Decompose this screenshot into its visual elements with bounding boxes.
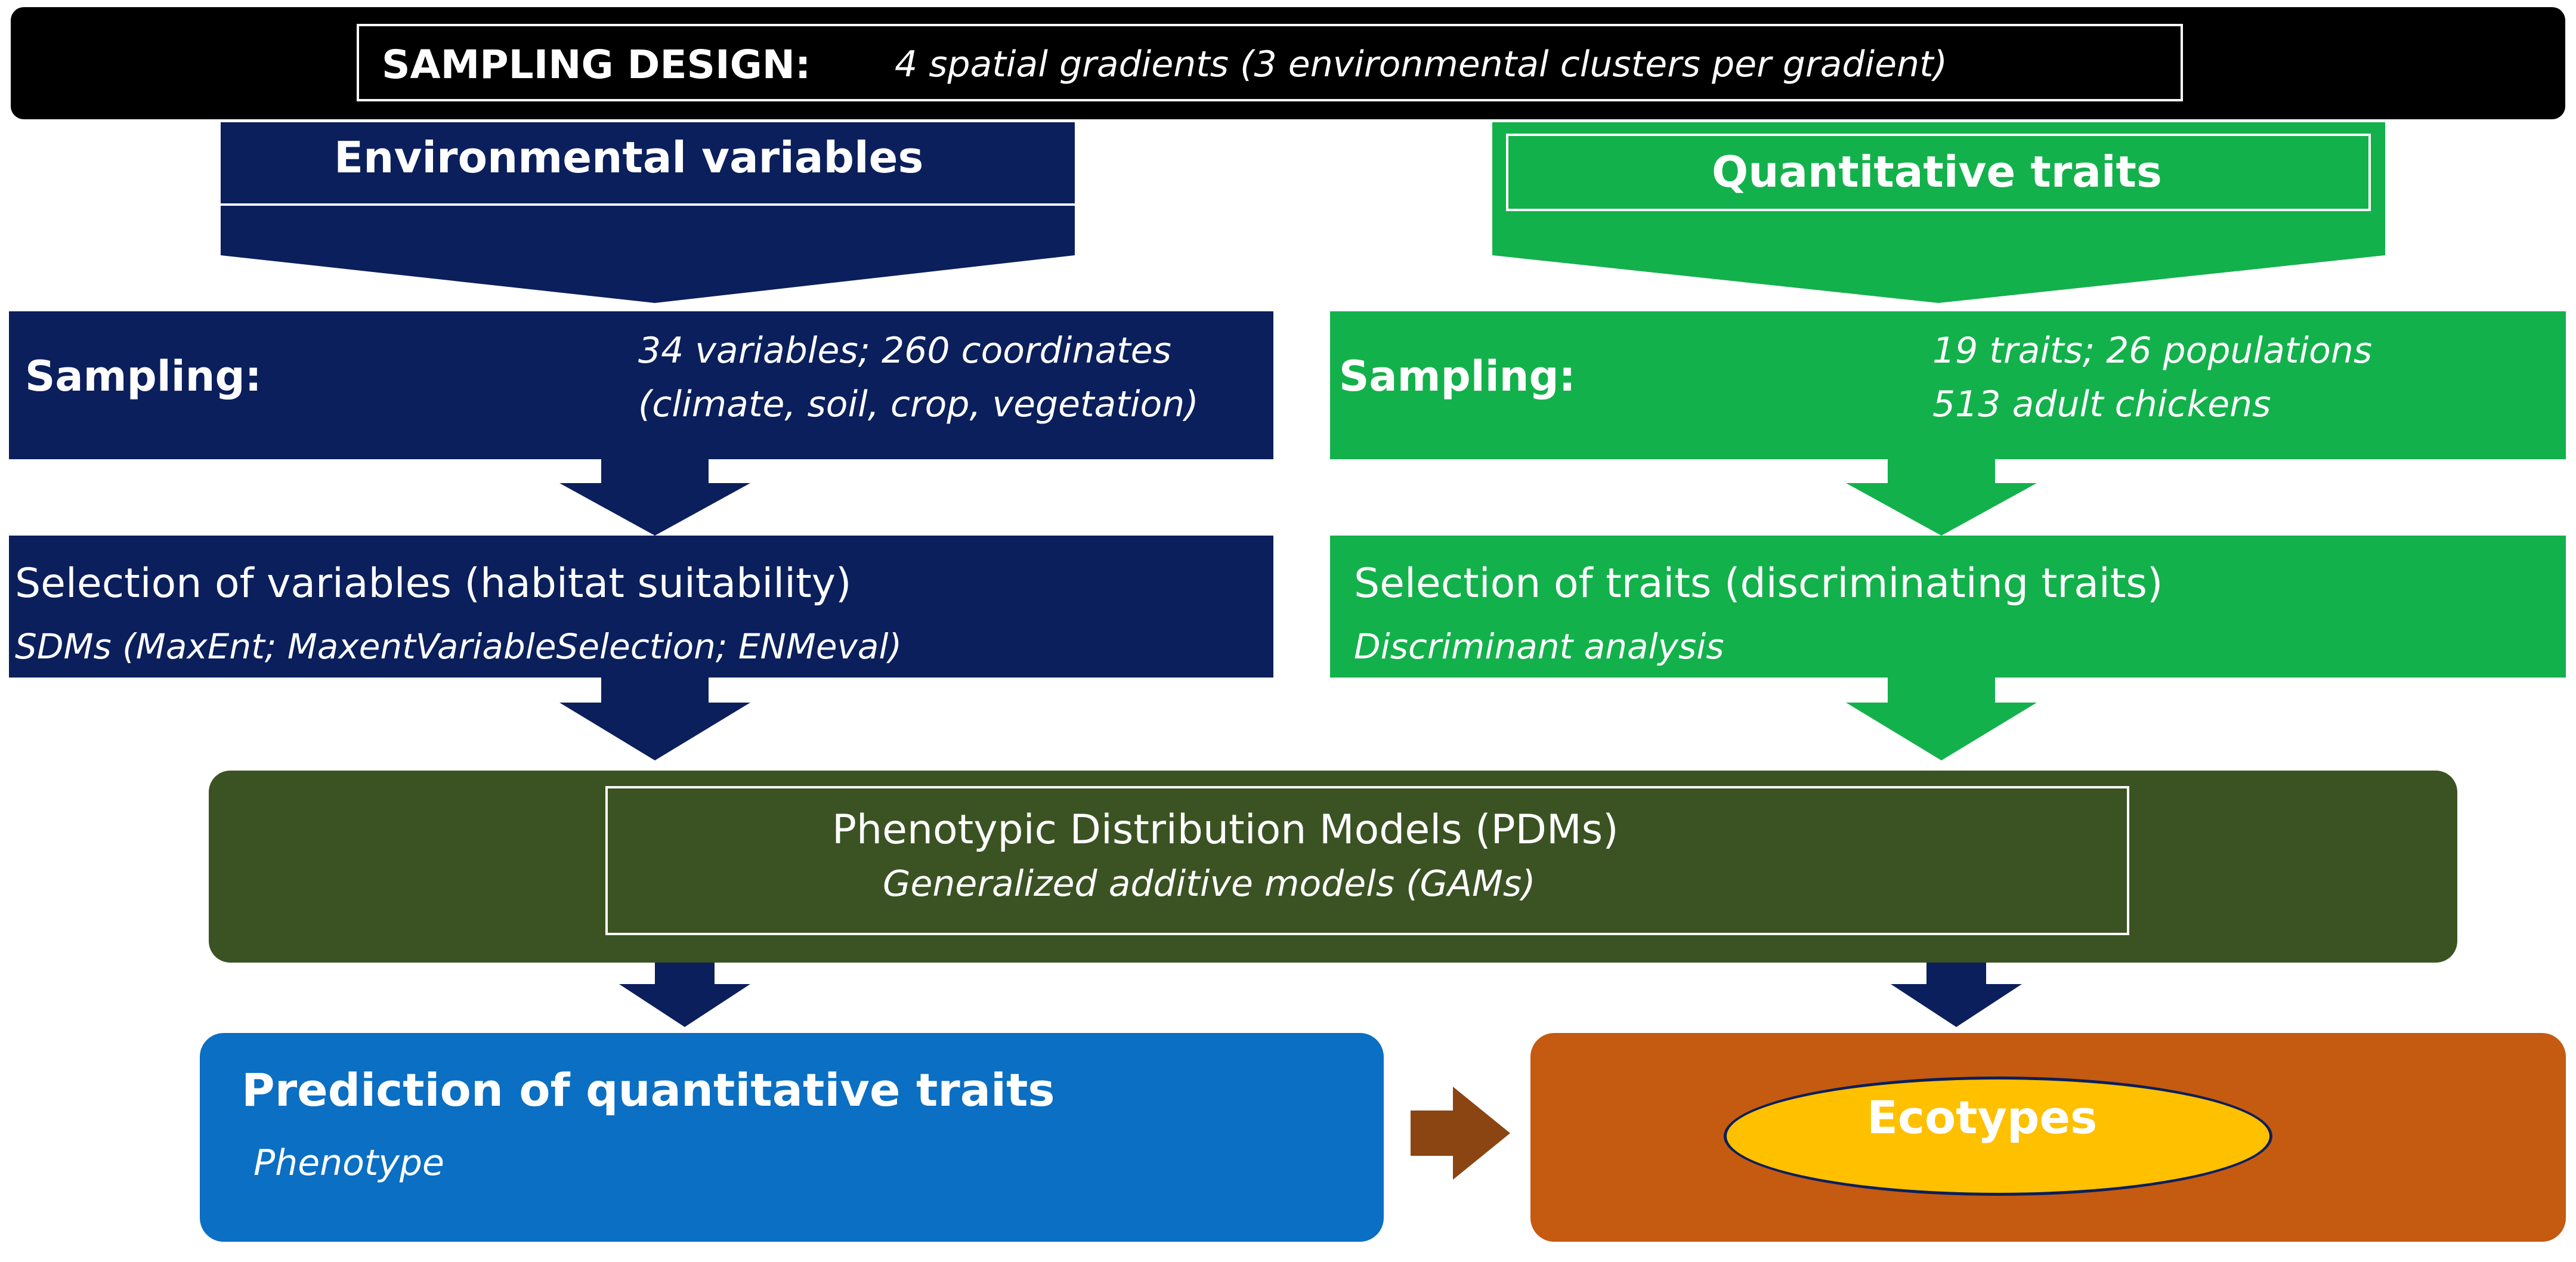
pdm-method: Generalized additive models (GAMs) xyxy=(883,863,1536,905)
traits-sampling-line1: 19 traits; 26 populations xyxy=(1932,330,2373,372)
variable-selection-method: SDMs (MaxEnt; MaxentVariableSelection; E… xyxy=(15,626,902,667)
pdm-box xyxy=(209,771,2457,963)
environmental-variables-title: Environmental variables xyxy=(334,132,924,183)
environmental-sampling-label: Sampling: xyxy=(25,352,262,401)
environmental-sampling-line1: 34 variables; 260 coordinates xyxy=(638,330,1171,372)
environmental-sampling-box xyxy=(9,311,1273,459)
traits-sampling-label: Sampling: xyxy=(1339,352,1576,401)
traits-sampling-box xyxy=(1330,311,2566,459)
sampling-design-label: SAMPLING DESIGN: xyxy=(382,42,811,88)
sampling-design-detail: 4 spatial gradients (3 environmental clu… xyxy=(895,44,1948,85)
quantitative-traits-frame xyxy=(1506,134,2371,211)
prediction-title: Prediction of quantitative traits xyxy=(242,1063,1055,1116)
ecotypes-label: Ecotypes xyxy=(1867,1091,2098,1144)
pdm-frame xyxy=(605,786,2129,935)
pdm-title: Phenotypic Distribution Models (PDMs) xyxy=(832,806,1619,853)
environmental-sampling-line2: (climate, soil, crop, vegetation) xyxy=(638,383,1199,425)
prediction-box xyxy=(200,1033,1384,1242)
prediction-subtitle: Phenotype xyxy=(253,1142,444,1184)
ecotypes-ellipse xyxy=(1724,1077,2272,1196)
variable-selection-title: Selection of variables (habitat suitabil… xyxy=(15,560,852,607)
trait-selection-method: Discriminant analysis xyxy=(1354,626,1724,667)
traits-sampling-line2: 513 adult chickens xyxy=(1932,383,2271,425)
trait-selection-title: Selection of traits (discriminating trai… xyxy=(1354,560,2163,607)
trait-selection-box xyxy=(1330,536,2566,678)
sampling-design-frame xyxy=(357,24,2183,101)
variable-selection-box xyxy=(9,536,1273,678)
quantitative-traits-title: Quantitative traits xyxy=(1712,147,2162,197)
